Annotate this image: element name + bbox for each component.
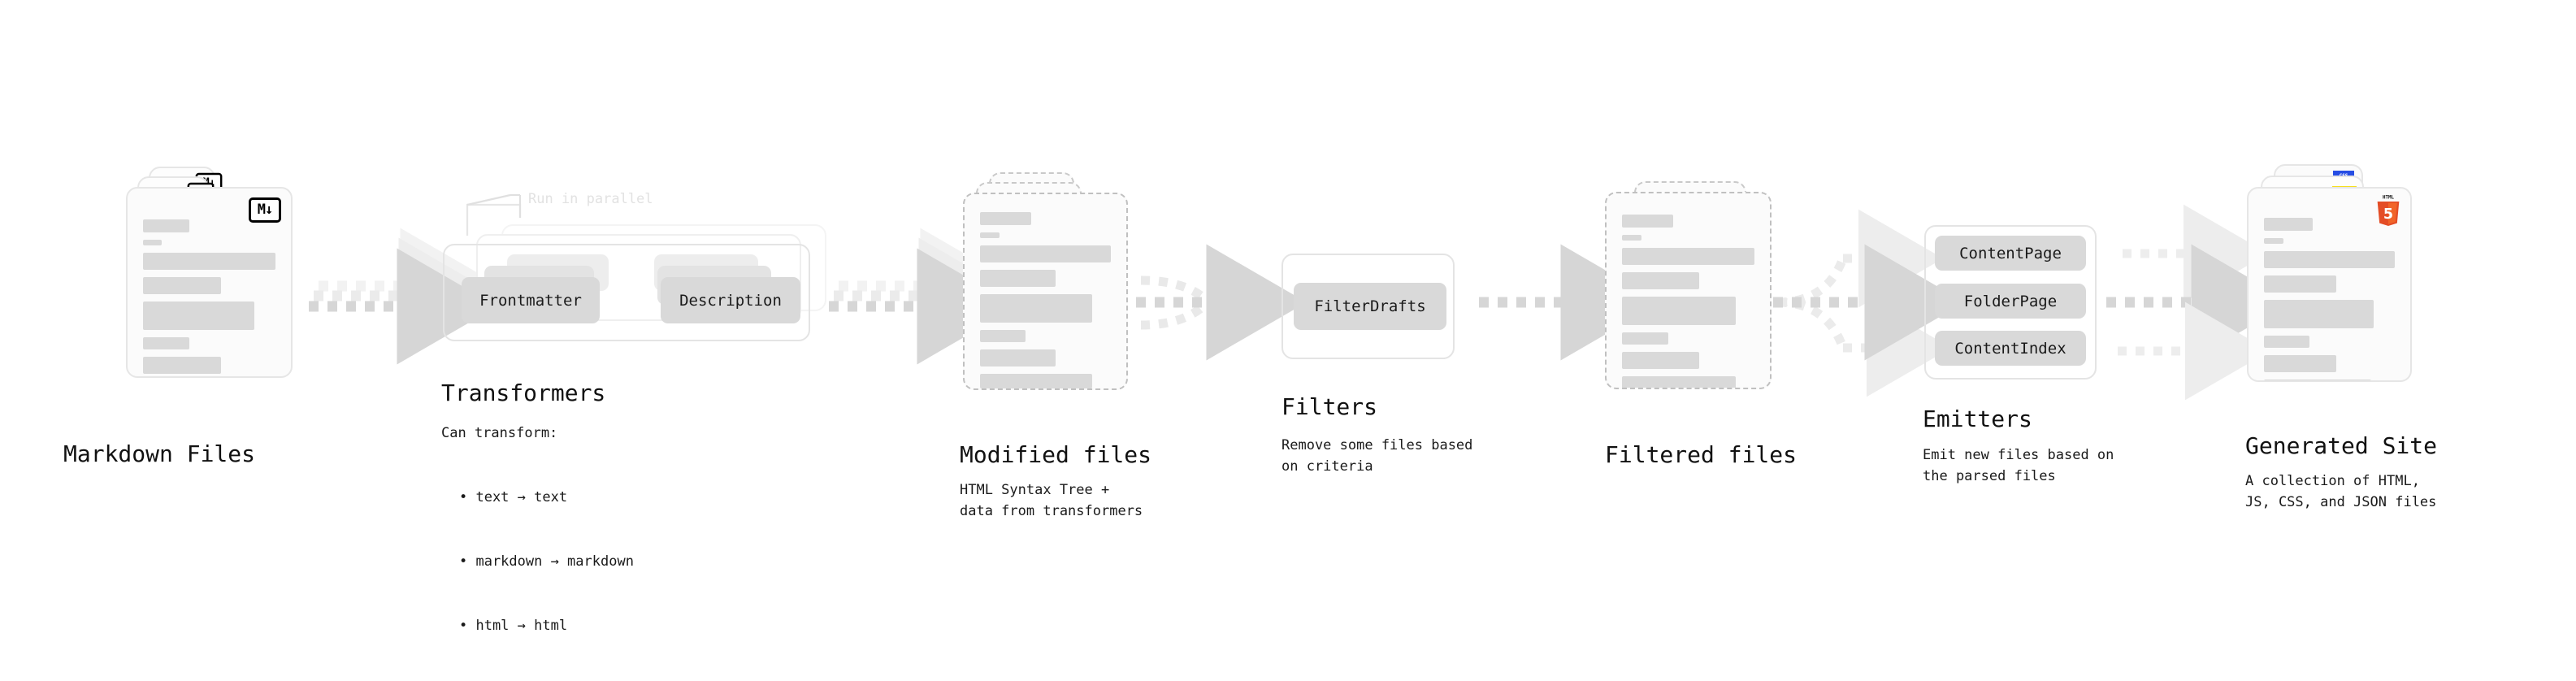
placeholder-bar bbox=[980, 232, 1000, 238]
placeholder-bar bbox=[1622, 332, 1669, 345]
transformers-bullet-item: • markdown → markdown bbox=[459, 553, 634, 570]
placeholder-bar bbox=[1622, 297, 1737, 325]
placeholder-bar bbox=[1622, 215, 1673, 228]
stage-title-filtered-files: Filtered files bbox=[1605, 441, 1798, 468]
filterdrafts-pill[interactable]: FilterDrafts bbox=[1294, 283, 1446, 330]
stage-title-transformers: Transformers bbox=[441, 380, 606, 406]
placeholder-bar bbox=[143, 357, 222, 374]
contentpage-pill[interactable]: ContentPage bbox=[1935, 236, 2086, 271]
filtered-card-bars bbox=[1622, 215, 1754, 388]
html5-icon: HTML 5 bbox=[2377, 196, 2400, 226]
stage-title-generated-site: Generated Site bbox=[2245, 432, 2438, 459]
placeholder-bar bbox=[2264, 275, 2336, 293]
stage-caption-emitters: Emit new files based on the parsed files bbox=[1923, 447, 2114, 485]
placeholder-bar bbox=[980, 349, 1056, 367]
stage-caption-modified-files: HTML Syntax Tree + data from transformer… bbox=[960, 482, 1143, 520]
transformers-bullet-item: • html → html bbox=[459, 617, 568, 634]
markdown-card-bars bbox=[143, 219, 275, 376]
placeholder-bar bbox=[2264, 238, 2283, 244]
placeholder-bar bbox=[980, 294, 1093, 323]
stage-title-modified-files: Modified files bbox=[960, 441, 1152, 468]
frontmatter-pill[interactable]: Frontmatter bbox=[462, 277, 600, 323]
placeholder-bar bbox=[980, 270, 1056, 287]
site-card-front: HTML 5 bbox=[2247, 187, 2412, 382]
placeholder-bar bbox=[980, 212, 1031, 225]
connector-emitters-to-site bbox=[2106, 204, 2292, 401]
description-pill[interactable]: Description bbox=[661, 277, 800, 323]
transformers-box bbox=[443, 244, 810, 341]
stage-caption-transformers: Can transform: bbox=[441, 425, 558, 441]
connector-transformers-to-modified bbox=[829, 228, 1021, 365]
stage-caption-filters: Remove some files based on criteria bbox=[1281, 437, 1473, 475]
placeholder-bar bbox=[2264, 218, 2313, 231]
placeholder-bar bbox=[2264, 355, 2336, 372]
markdown-card-front: M↓ bbox=[126, 187, 293, 378]
placeholder-bar bbox=[143, 240, 162, 245]
transformers-bullet-item: • text → text bbox=[459, 488, 568, 505]
connector-modified-to-filters bbox=[1136, 244, 1307, 361]
placeholder-bar bbox=[2264, 380, 2371, 382]
placeholder-bar bbox=[143, 301, 254, 330]
connector-filtered-to-emitters bbox=[1773, 209, 1965, 397]
contentindex-pill[interactable]: ContentIndex bbox=[1935, 331, 2086, 366]
placeholder-bar bbox=[1622, 376, 1737, 388]
emitters-box bbox=[1924, 225, 2097, 380]
modified-card-front bbox=[963, 193, 1128, 390]
stage-title-markdown-files: Markdown Files bbox=[63, 440, 256, 467]
site-card-bars bbox=[2264, 218, 2395, 382]
placeholder-bar bbox=[1622, 272, 1699, 289]
placeholder-bar bbox=[143, 219, 189, 232]
svg-text:5: 5 bbox=[2383, 206, 2393, 223]
stage-caption-generated-site: A collection of HTML, JS, CSS, and JSON … bbox=[2245, 473, 2437, 511]
placeholder-bar bbox=[980, 245, 1111, 262]
placeholder-bar bbox=[1622, 352, 1699, 369]
placeholder-bar bbox=[143, 337, 190, 349]
placeholder-bar bbox=[143, 277, 222, 294]
markdown-icon: M↓ bbox=[249, 197, 281, 223]
placeholder-bar bbox=[2264, 251, 2395, 268]
placeholder-bar bbox=[2264, 336, 2310, 348]
placeholder-bar bbox=[980, 330, 1026, 342]
modified-card-bars bbox=[980, 212, 1111, 388]
filters-box bbox=[1281, 254, 1455, 359]
stage-title-filters: Filters bbox=[1281, 393, 1378, 420]
filtered-card-front bbox=[1605, 192, 1772, 389]
connector-markdown-to-transformers bbox=[309, 228, 501, 365]
placeholder-bar bbox=[980, 374, 1093, 388]
placeholder-bar bbox=[143, 253, 275, 270]
folderpage-pill[interactable]: FolderPage bbox=[1935, 284, 2086, 319]
transformers-bullet-list: • text → text • markdown → markdown • ht… bbox=[459, 444, 634, 679]
svg-text:HTML: HTML bbox=[2383, 196, 2395, 201]
placeholder-bar bbox=[1622, 235, 1641, 241]
stage-title-emitters: Emitters bbox=[1923, 406, 2032, 432]
run-in-parallel-label: Run in parallel bbox=[528, 191, 653, 207]
placeholder-bar bbox=[2264, 300, 2374, 328]
placeholder-bar bbox=[1622, 248, 1754, 265]
